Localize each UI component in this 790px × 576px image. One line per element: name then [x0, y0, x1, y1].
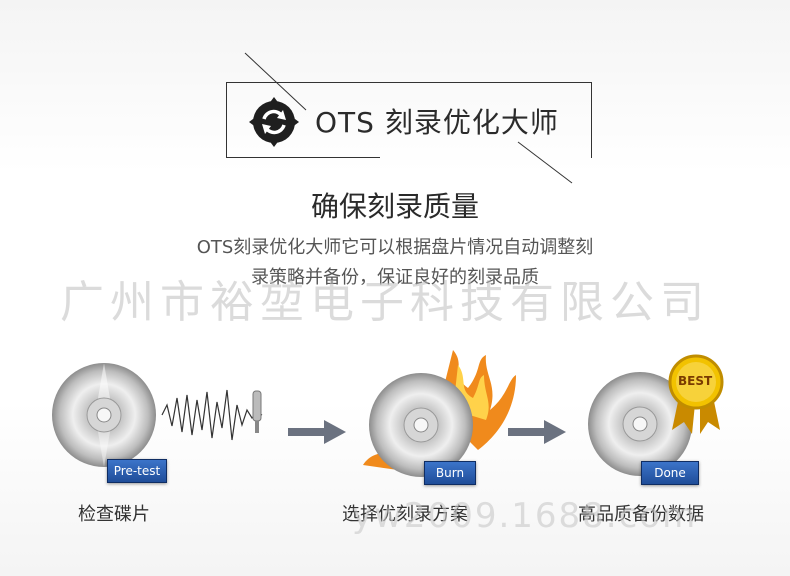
- description-line-1: OTS刻录优化大师它可以根据盘片情况自动调整刻: [196, 237, 594, 258]
- disc-best-medal-icon: [588, 354, 724, 476]
- description-line-2: 录策略并备份，保证良好的刻录品质: [251, 267, 539, 288]
- done-tag: Done: [641, 461, 699, 485]
- title-frame: [226, 82, 592, 158]
- section-heading: 确保刻录质量: [310, 190, 479, 223]
- step-1-label: 检查碟片: [78, 504, 150, 525]
- pretest-tag: Pre-test: [107, 459, 167, 483]
- frame-diagonals: [244, 52, 573, 184]
- site-watermark: yw2009.1688.com: [352, 496, 698, 536]
- step-2-label: 选择优刻录方案: [342, 504, 468, 525]
- arrow-right-icon: [508, 420, 566, 444]
- disc-waveform-icon: [52, 363, 263, 467]
- best-badge: BEST: [678, 374, 713, 388]
- step-3-label: 高品质备份数据: [578, 504, 704, 525]
- disc-fire-icon: [363, 350, 516, 477]
- refresh-cycle-icon: [249, 97, 299, 147]
- page-title: OTS 刻录优化大师: [315, 106, 559, 139]
- arrow-right-icon: [288, 420, 346, 444]
- company-watermark: 广州市裕堃电子科技有限公司: [60, 277, 710, 328]
- burn-tag: Burn: [424, 461, 476, 485]
